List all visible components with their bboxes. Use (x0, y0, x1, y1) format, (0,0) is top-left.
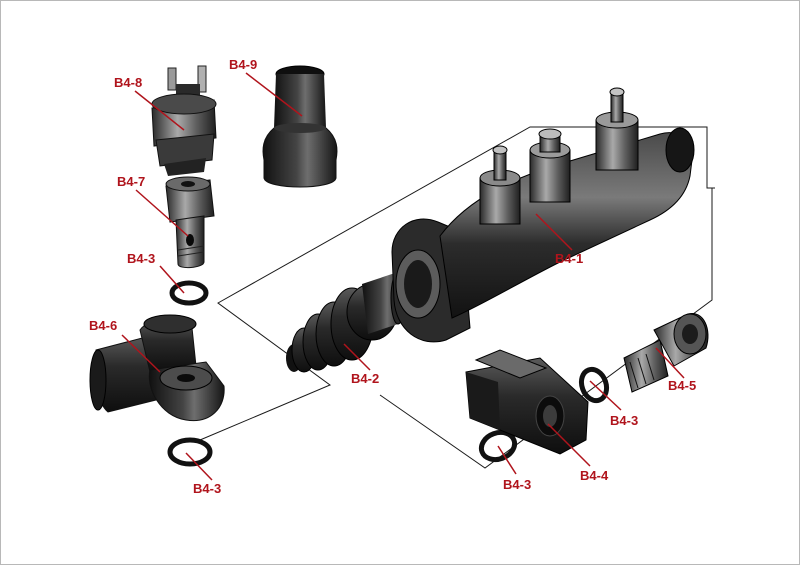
rubber-boot-part (262, 65, 338, 188)
leader-b4-3-a (159, 265, 185, 294)
label-b4-3-b: B4-3 (193, 481, 221, 496)
leader-lines (121, 72, 685, 481)
outline-lower (379, 188, 713, 469)
label-b4-7: B4-7 (117, 174, 145, 189)
washer-1 (169, 280, 209, 306)
washer-2 (167, 437, 213, 467)
leader-b4-7 (135, 189, 189, 237)
label-b4-6: B4-6 (89, 318, 117, 333)
label-b4-2: B4-2 (351, 371, 379, 386)
part-labels: B4-8 B4-9 B4-7 B4-3 B4-6 B4-3 B4-2 B4-1 … (89, 57, 696, 496)
tee-fitting-part (89, 314, 225, 422)
leader-b4-6 (121, 334, 161, 373)
explosion-outline (199, 126, 715, 469)
leader-b4-8 (134, 90, 185, 131)
leader-b4-9 (245, 72, 303, 117)
leader-b4-2 (343, 343, 371, 371)
sealing-washers (167, 280, 610, 467)
label-b4-9: B4-9 (229, 57, 257, 72)
label-b4-3-a: B4-3 (127, 251, 155, 266)
leader-b4-3-d (497, 445, 517, 475)
outline-upper (199, 126, 715, 441)
label-b4-8: B4-8 (114, 75, 142, 90)
pressure-switch-part (151, 65, 217, 176)
banjo-bolt-side-part (623, 313, 709, 393)
label-b4-3-d: B4-3 (503, 477, 531, 492)
leader-b4-3-b (185, 452, 213, 481)
washer-3 (478, 429, 518, 463)
leader-b4-4 (547, 423, 591, 467)
washer-4 (578, 366, 610, 404)
leader-b4-1 (535, 213, 573, 251)
banjo-block-part (465, 349, 589, 455)
label-b4-4: B4-4 (580, 468, 609, 483)
label-b4-1: B4-1 (555, 251, 583, 266)
label-b4-3-c: B4-3 (610, 413, 638, 428)
leader-b4-3-c (589, 380, 622, 411)
leader-b4-5 (655, 347, 685, 379)
master-cylinder-part (391, 87, 695, 343)
banjo-bolt-upper-part (165, 176, 215, 269)
bellows-part (286, 271, 406, 373)
label-b4-5: B4-5 (668, 378, 696, 393)
